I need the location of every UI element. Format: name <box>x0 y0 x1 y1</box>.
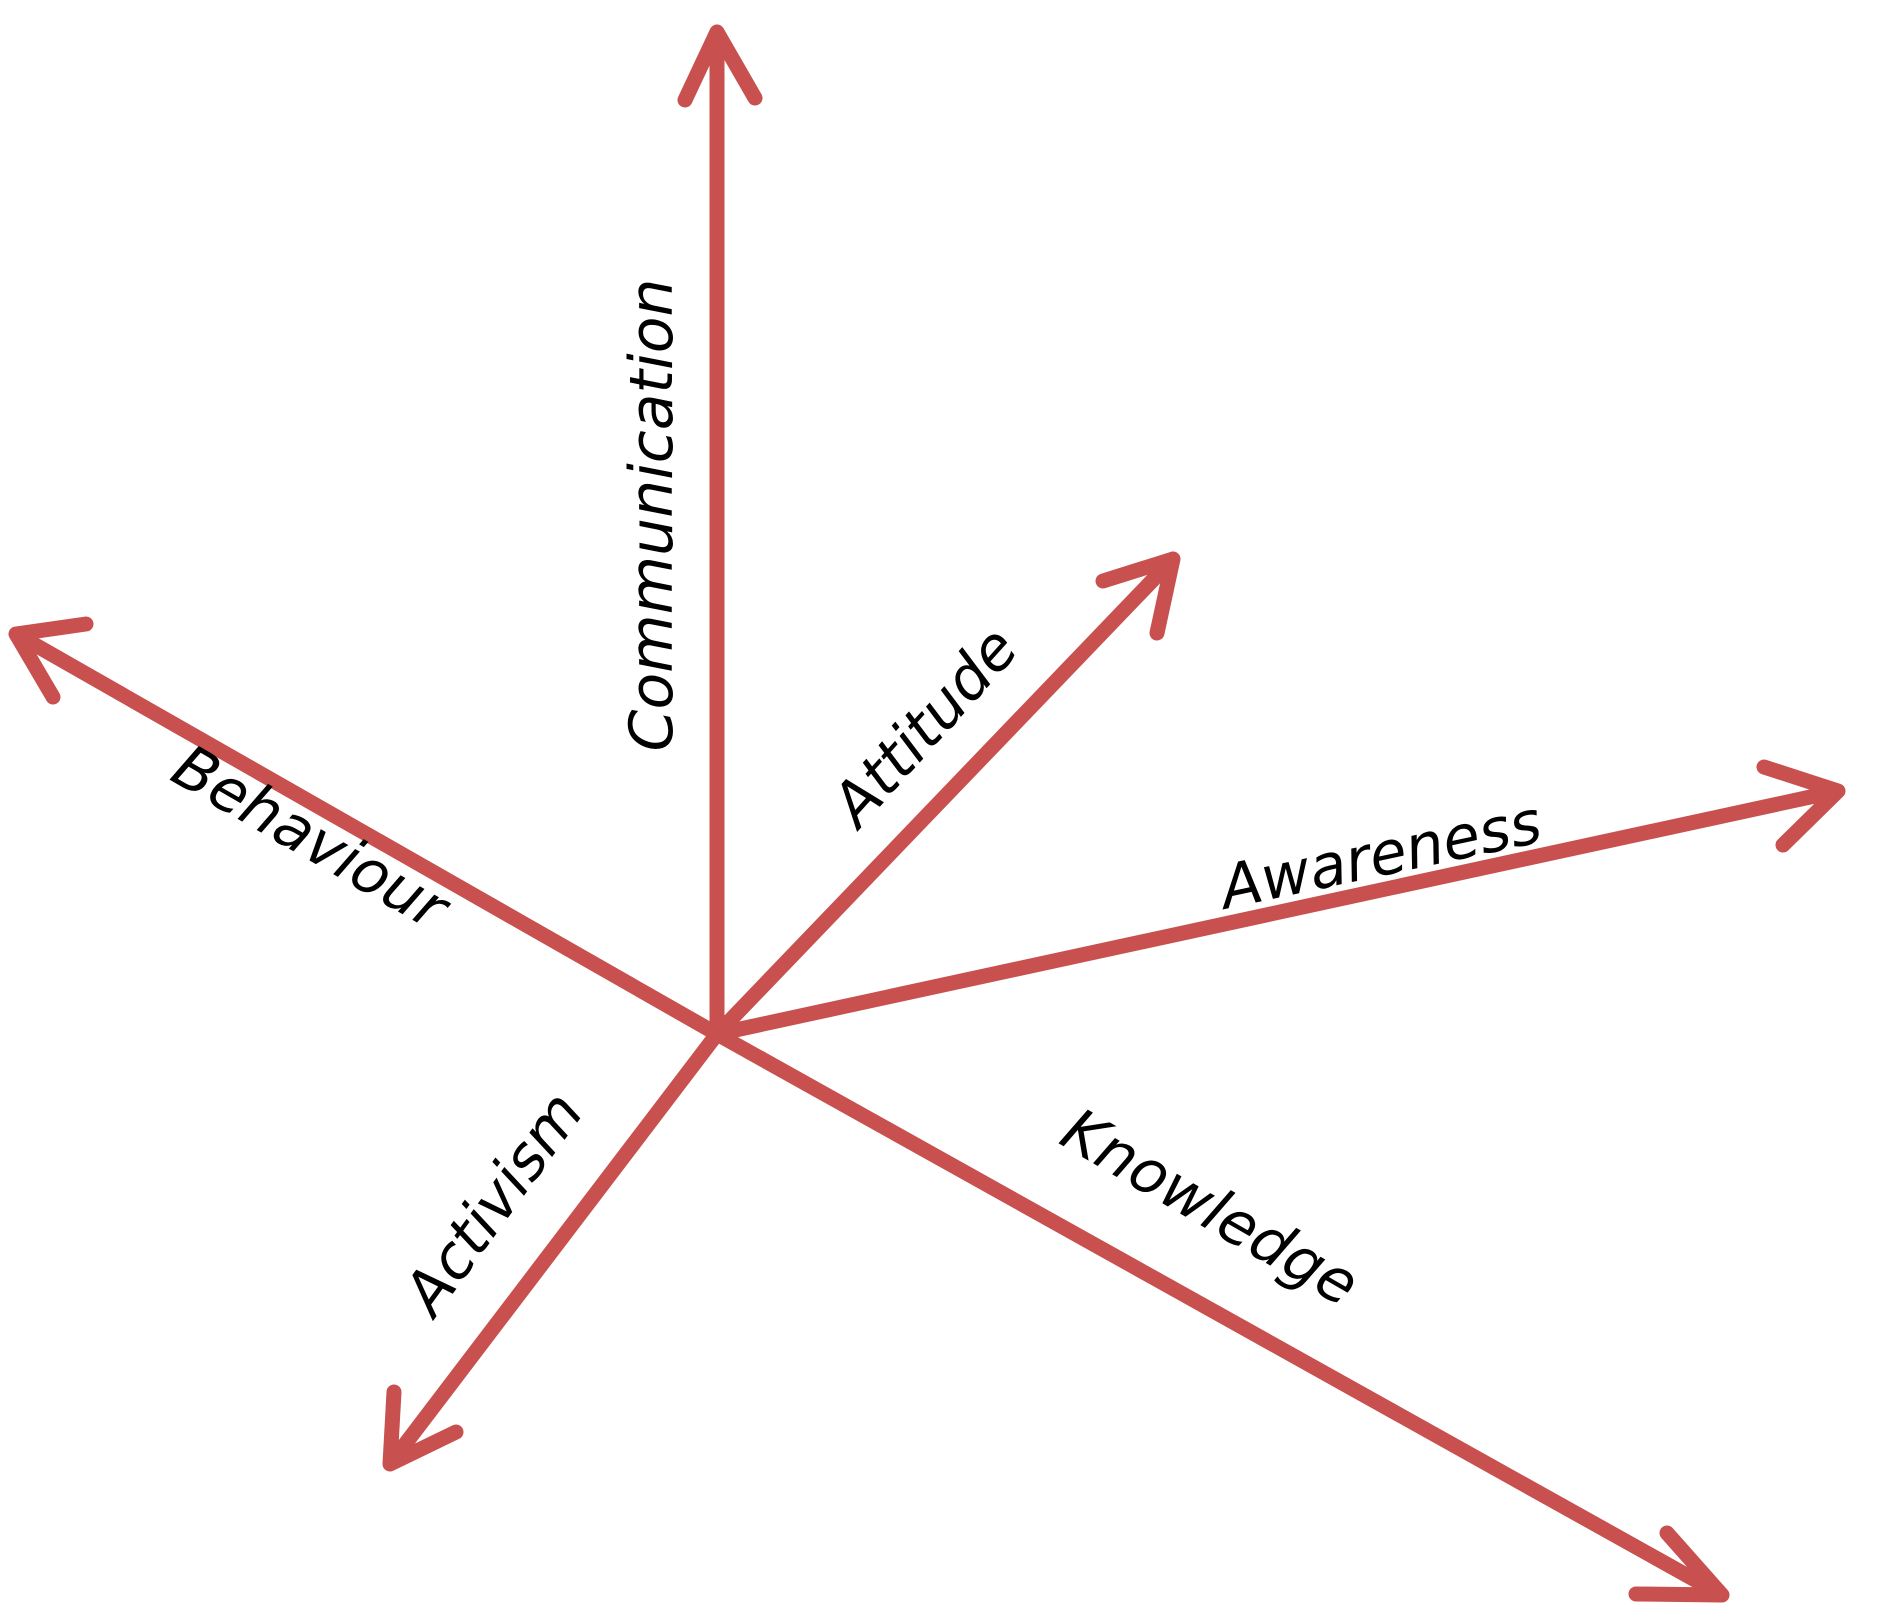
axis-knowledge: Knowledge <box>709 1026 1730 1603</box>
awareness-label: Awareness <box>1210 787 1547 924</box>
axis-communication: Communication <box>617 24 763 1042</box>
knowledge-label: Knowledge <box>1050 1095 1371 1321</box>
activism-label: Activism <box>388 1079 598 1331</box>
attitude-arrow <box>709 551 1181 1042</box>
activism-arrow <box>382 1026 725 1472</box>
communication-arrow <box>677 24 763 1042</box>
communication-label: Communication <box>617 279 687 752</box>
axis-behaviour: Behaviour <box>8 616 725 1042</box>
behaviour-arrow <box>8 616 725 1042</box>
axis-attitude: Attitude <box>709 551 1181 1042</box>
knowledge-arrow <box>709 1026 1730 1603</box>
awareness-arrow <box>709 759 1846 1042</box>
axis-activism: Activism <box>382 1026 725 1472</box>
behaviour-label: Behaviour <box>161 731 463 946</box>
